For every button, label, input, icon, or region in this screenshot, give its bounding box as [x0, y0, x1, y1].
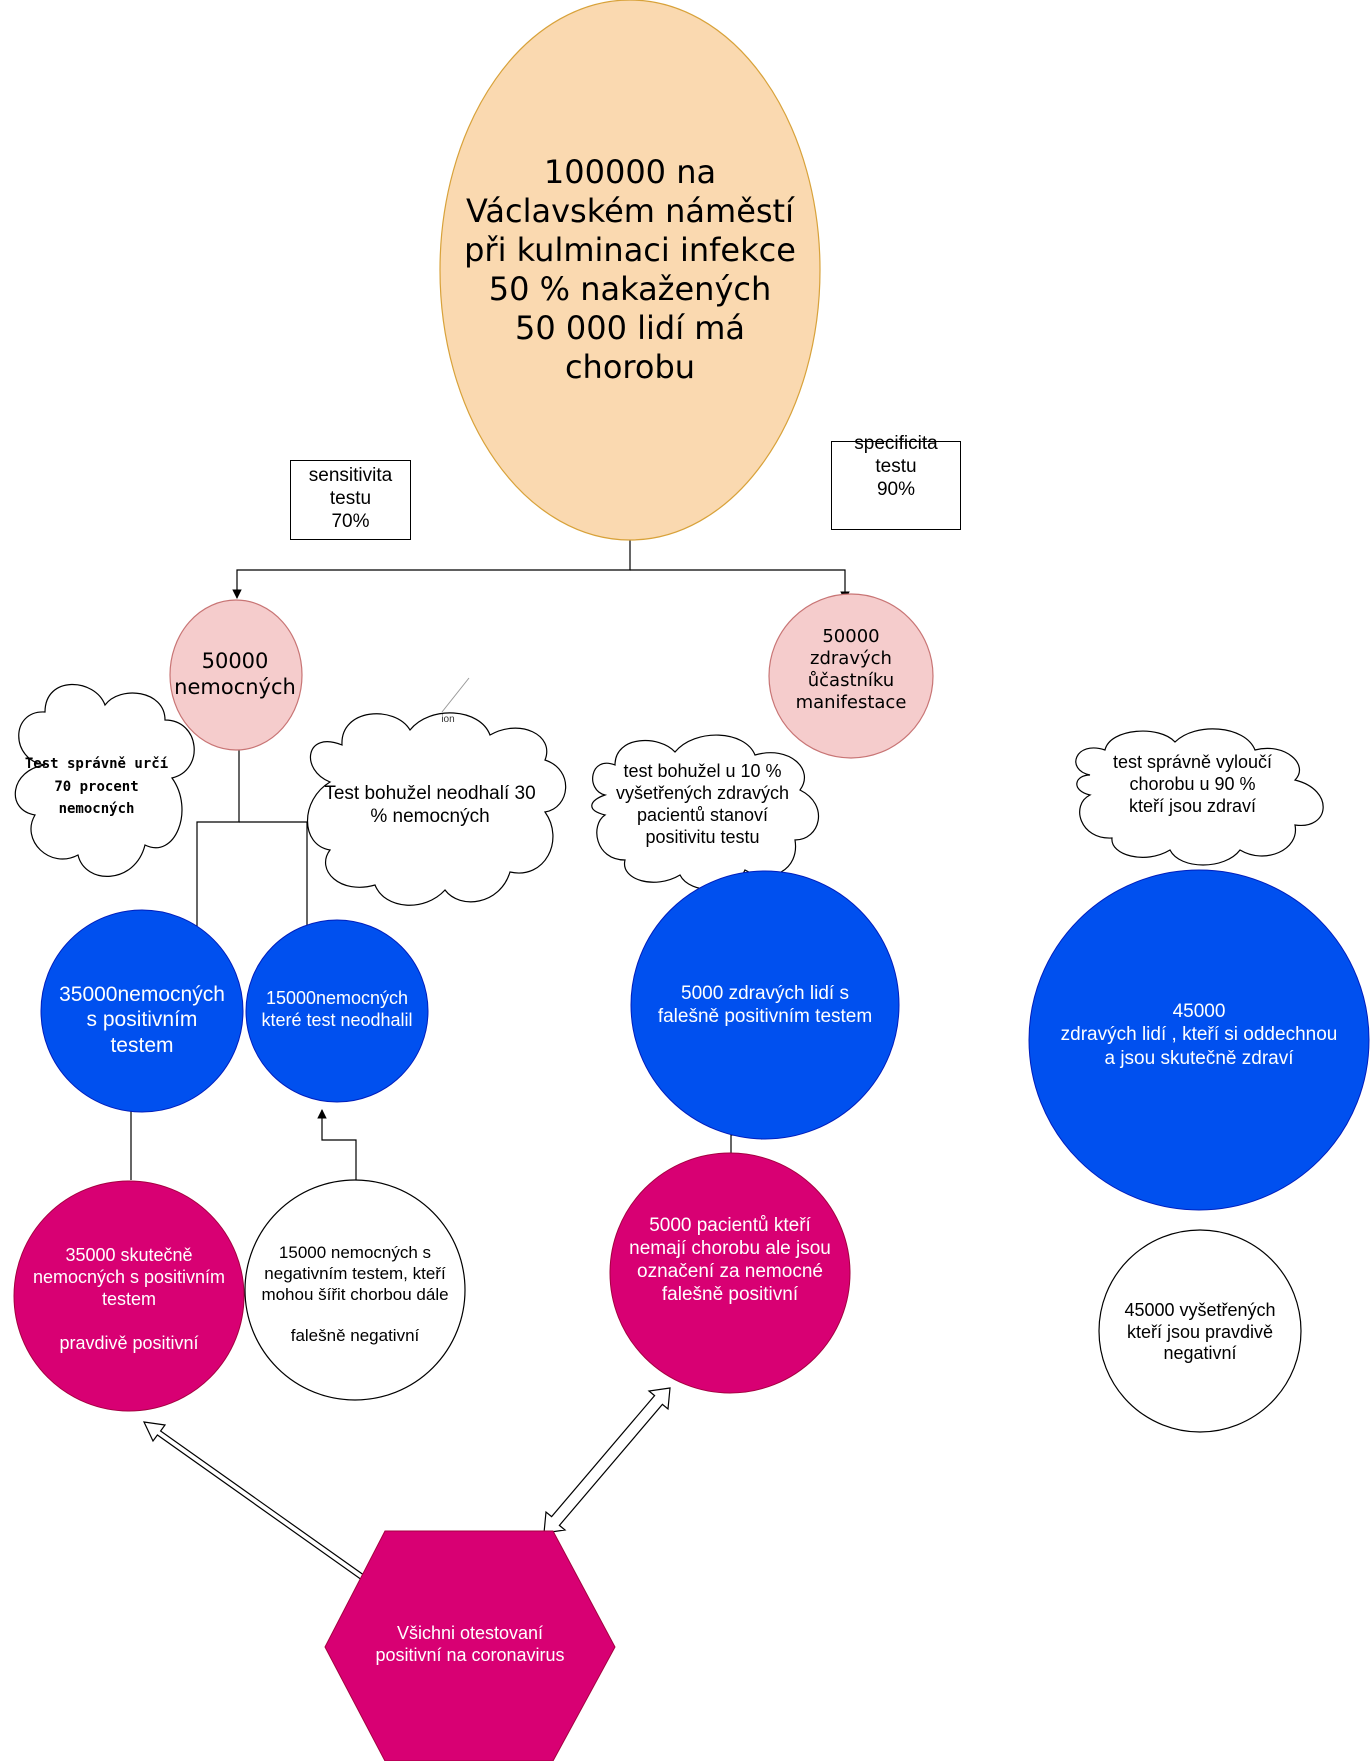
hexagon-label: Všichni otestovaní positivní na coronavi… — [375, 1623, 565, 1665]
blue-35000-label: 35000nemocných s positivním testem — [59, 982, 225, 1057]
blue-5000-circle — [630, 870, 900, 1140]
magenta-5000-circle — [609, 1152, 851, 1394]
blue-45000-label: 45000 zdravých lidí , kteří si oddechnou… — [1060, 1001, 1338, 1069]
population-label: 100000 na Václavském náměstí při kulmina… — [464, 152, 796, 387]
population-ellipse — [439, 0, 821, 541]
stray-tiny-text: ion — [441, 713, 455, 725]
healthy-label: 50000 zdravých ůčastníku manifestace — [795, 626, 907, 713]
connector-top-to-sick — [232, 540, 631, 599]
specificity-box — [831, 441, 961, 530]
sensitivity-box — [290, 460, 411, 540]
cloud-correct-sick-shape — [14, 683, 195, 877]
magenta-35000-circle — [13, 1180, 245, 1412]
hexagon-shape — [324, 1530, 616, 1761]
connectors — [126, 540, 850, 1180]
sick-label: 50000 nemocných — [174, 649, 296, 699]
sick-circle — [169, 599, 303, 751]
connector-sick-to-15000 — [239, 821, 312, 945]
specificity-label: specificita testu 90% — [854, 433, 938, 501]
magenta-35000-label: 35000 skutečně nemocných s positivním te… — [32, 1245, 226, 1353]
white-45000-circle — [1098, 1229, 1302, 1433]
connector-top-to-healthy — [630, 569, 850, 601]
sensitivity-label: sensitivita testu 70% — [308, 465, 393, 533]
cloud-correct-healthy-label: test správně vyloučí chorobu u 90 % kteř… — [1112, 752, 1273, 816]
blue-15000-circle — [245, 919, 429, 1103]
blue-15000-label: 15000nemocných které test neodhalil — [261, 988, 413, 1030]
stray-diagonal-line — [441, 677, 470, 713]
healthy-circle — [768, 593, 934, 759]
blue-45000-circle — [1028, 869, 1370, 1211]
cloud-false-pos-label: test bohužel u 10 % vyšetřených zdravých… — [615, 761, 790, 847]
cloud-missed-shape — [307, 712, 567, 906]
blue-35000-circle — [40, 909, 244, 1113]
double-arrow-right — [543, 1387, 671, 1534]
connector-white-to-blue-15000 — [317, 1109, 357, 1180]
blue-5000-label: 5000 zdravých lidí s falešně positivním … — [657, 982, 873, 1027]
cloud-missed-label: Test bohužel neodhalí 30 % nemocných — [324, 782, 536, 827]
magenta-5000-label: 5000 pacientů kteří nemají chorobu ale j… — [629, 1214, 831, 1306]
double-arrow-left — [142, 1421, 382, 1591]
white-45000-label: 45000 vyšetřených kteří jsou pravdivě ne… — [1124, 1299, 1276, 1364]
cloud-false-pos-shape — [591, 734, 819, 890]
white-15000-label: 15000 nemocných s negativním testem, kte… — [261, 1243, 449, 1346]
cloud-correct-healthy-shape — [1075, 728, 1324, 866]
white-15000-circle — [244, 1179, 466, 1401]
cloud-correct-sick-label: Test správně určí 70 procent nemocných — [24, 756, 169, 818]
